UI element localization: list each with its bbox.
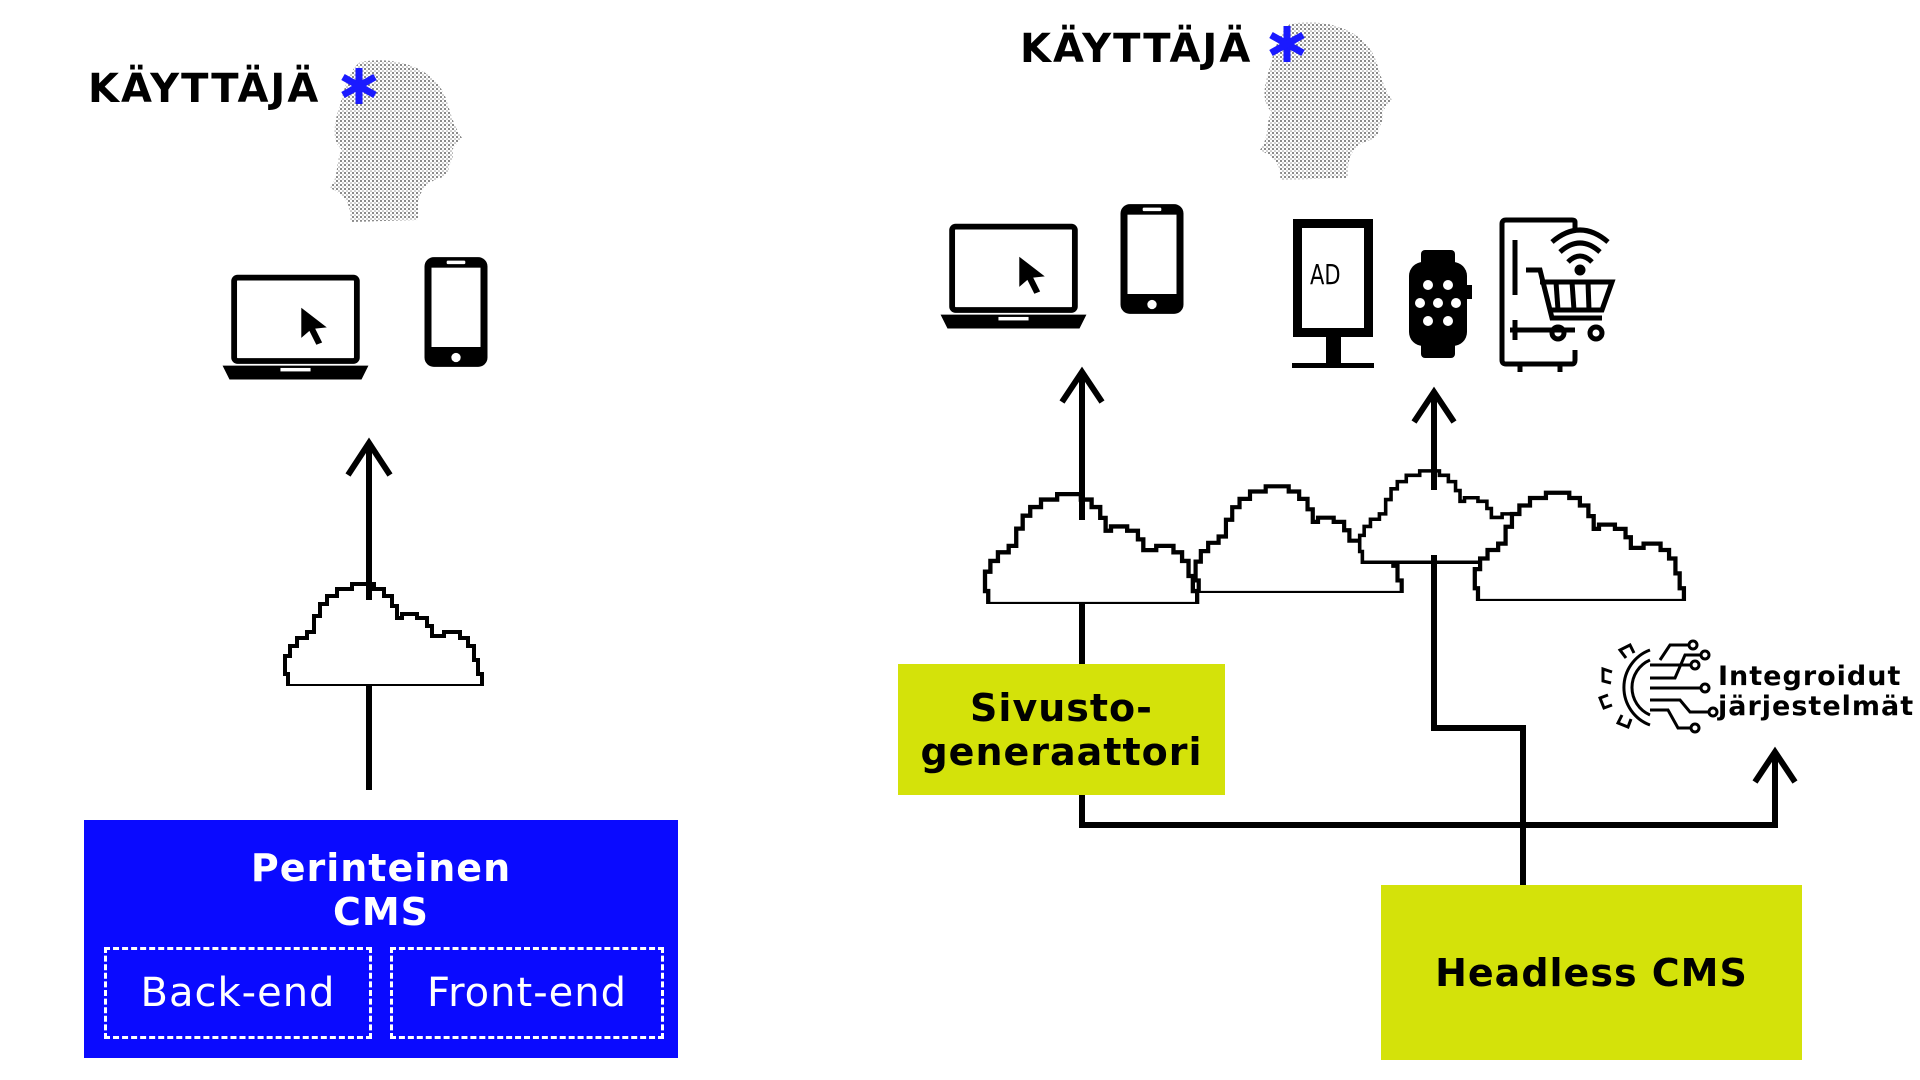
smart-fridge-icon bbox=[1499, 217, 1616, 372]
laptop-icon bbox=[941, 227, 1087, 329]
cloud-icon bbox=[1475, 493, 1684, 601]
asterisk-icon bbox=[341, 68, 377, 104]
integration-icon bbox=[1598, 639, 1719, 734]
head-icon bbox=[1260, 22, 1392, 180]
head-icon bbox=[330, 60, 462, 222]
traditional-cms-box: Perinteinen CMS bbox=[84, 820, 678, 1058]
integrated-systems-line2: järjestelmät bbox=[1718, 691, 1915, 722]
user-label: KÄYTTÄJÄ bbox=[88, 66, 321, 112]
asterisk-icon bbox=[1269, 26, 1305, 62]
ad-screen-icon bbox=[1292, 219, 1374, 368]
traditional-cms-title-line1: Perinteinen bbox=[250, 846, 512, 890]
site-generator-box: Sivusto- generaattori bbox=[898, 664, 1225, 795]
headless-cms-box: Headless CMS bbox=[1381, 885, 1802, 1060]
phone-icon bbox=[424, 257, 488, 367]
site-generator-line2: generaattori bbox=[920, 729, 1203, 774]
arrow-up-icon bbox=[1059, 366, 1105, 404]
site-generator-line1: Sivusto- bbox=[970, 685, 1153, 730]
integrated-systems-line1: Integroidut bbox=[1718, 661, 1902, 692]
frontend-block: Front-end bbox=[390, 947, 664, 1039]
laptop-icon bbox=[223, 278, 369, 380]
arrow-up-icon bbox=[345, 437, 393, 477]
arrow-up-icon bbox=[1411, 386, 1457, 424]
smartwatch-icon bbox=[1409, 250, 1472, 358]
cloud-icon bbox=[283, 582, 484, 686]
headless-cms-title: Headless CMS bbox=[1435, 950, 1748, 995]
backend-block: Back-end bbox=[104, 947, 372, 1039]
phone-icon bbox=[1120, 204, 1184, 314]
user-label: KÄYTTÄJÄ bbox=[1020, 26, 1253, 72]
ad-screen-text: AD bbox=[1310, 258, 1341, 291]
arrow-up-icon bbox=[1752, 746, 1798, 784]
traditional-cms-title-line2: CMS bbox=[332, 890, 430, 934]
cloud-icon bbox=[985, 494, 1197, 604]
integrated-systems-label: Integroidut järjestelmät bbox=[1718, 662, 1914, 722]
